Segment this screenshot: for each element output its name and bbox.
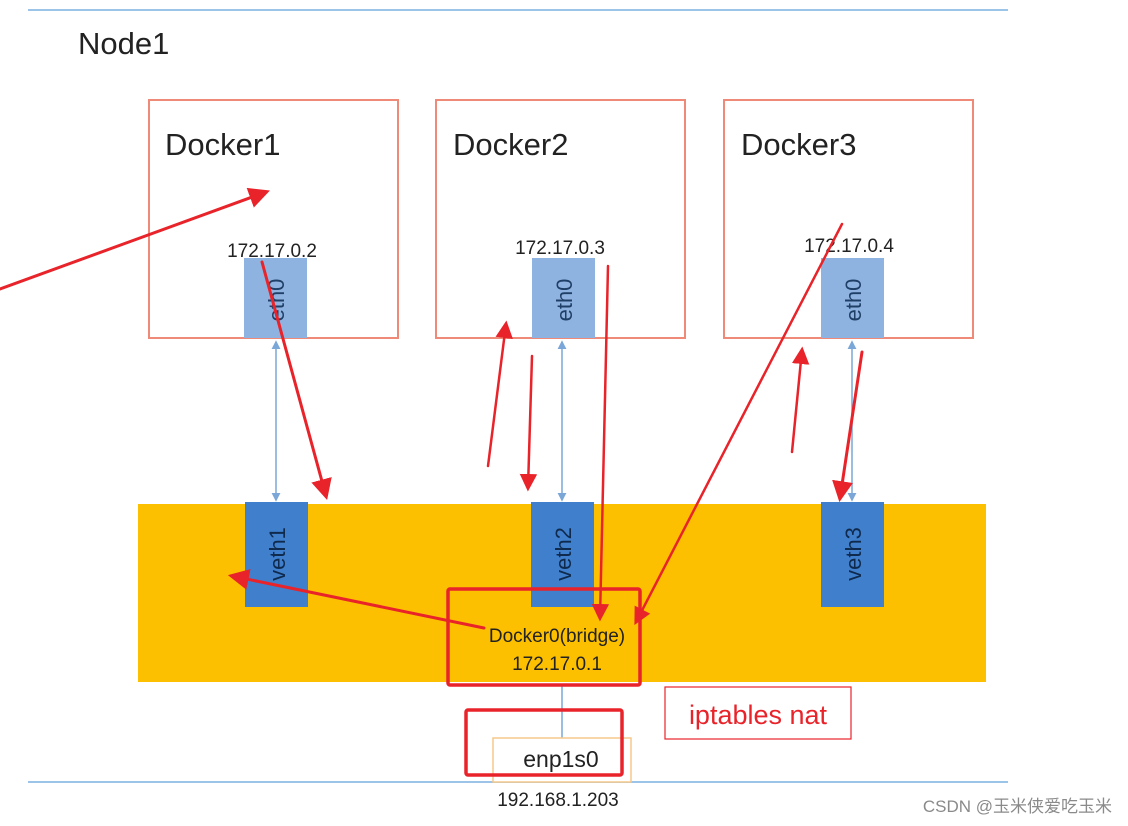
eth0-interface-docker3	[821, 258, 884, 338]
host-nic-name: enp1s0	[523, 746, 598, 772]
eth0-label-docker3: eth0	[841, 279, 866, 322]
iptables-nat-box	[664, 686, 852, 740]
container-ip-docker3: 172.17.0.4	[804, 236, 894, 257]
flow-arrow-up-docker3	[790, 346, 810, 454]
flow-arrow-external-to-docker1	[0, 187, 270, 291]
host-nic-highlight-box	[464, 708, 624, 777]
flow-arrow-docker3-to-bridge	[634, 222, 844, 626]
traffic-flow-arrows	[0, 187, 864, 630]
iptables-nat-label: iptables nat	[689, 700, 828, 730]
flow-arrow-down-veth3	[832, 350, 864, 503]
flow-arrow-up-docker2	[486, 320, 513, 468]
container-ip-docker2: 172.17.0.3	[515, 238, 605, 259]
container-name-docker1: Docker1	[165, 127, 280, 162]
veth-label-1: veth1	[265, 527, 290, 581]
node-title: Node1	[78, 26, 169, 61]
veth-label-3: veth3	[841, 527, 866, 581]
csdn-watermark: CSDN @玉米侠爱吃玉米	[923, 797, 1112, 816]
container-ip-docker1: 172.17.0.2	[227, 241, 317, 262]
flow-arrow-docker2-to-bridge	[591, 264, 610, 622]
veth-interface-3	[821, 502, 884, 607]
bridge-ip: 172.17.0.1	[512, 654, 602, 675]
flow-arrow-bridge-to-veth1	[227, 569, 486, 630]
flow-arrow-docker1-to-veth1	[260, 260, 332, 501]
container-name-docker3: Docker3	[741, 127, 856, 162]
eth0-interface-docker2	[532, 258, 595, 338]
flow-arrow-down-veth2	[519, 354, 538, 492]
host-nic-ip: 192.168.1.203	[497, 790, 619, 811]
bridge-name: Docker0(bridge)	[489, 626, 625, 647]
veth-label-2: veth2	[551, 527, 576, 581]
eth0-interface-docker1	[244, 258, 307, 338]
container-name-docker2: Docker2	[453, 127, 568, 162]
eth0-label-docker2: eth0	[552, 279, 577, 322]
bridge-highlight-box	[446, 587, 642, 687]
